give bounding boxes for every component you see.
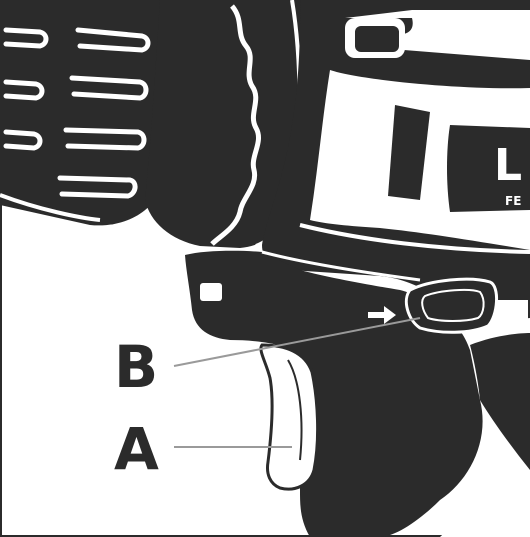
forward-reverse-switch: [406, 279, 496, 332]
brand-text-fragment: FE: [505, 194, 521, 208]
callout-b-label: B: [114, 333, 158, 401]
callout-a-label: A: [114, 415, 159, 483]
brand-logo-letter: L: [494, 140, 522, 191]
work-light-window: [200, 283, 222, 301]
drill-chuck: [0, 0, 170, 225]
drill-body: L FE: [262, 0, 530, 300]
